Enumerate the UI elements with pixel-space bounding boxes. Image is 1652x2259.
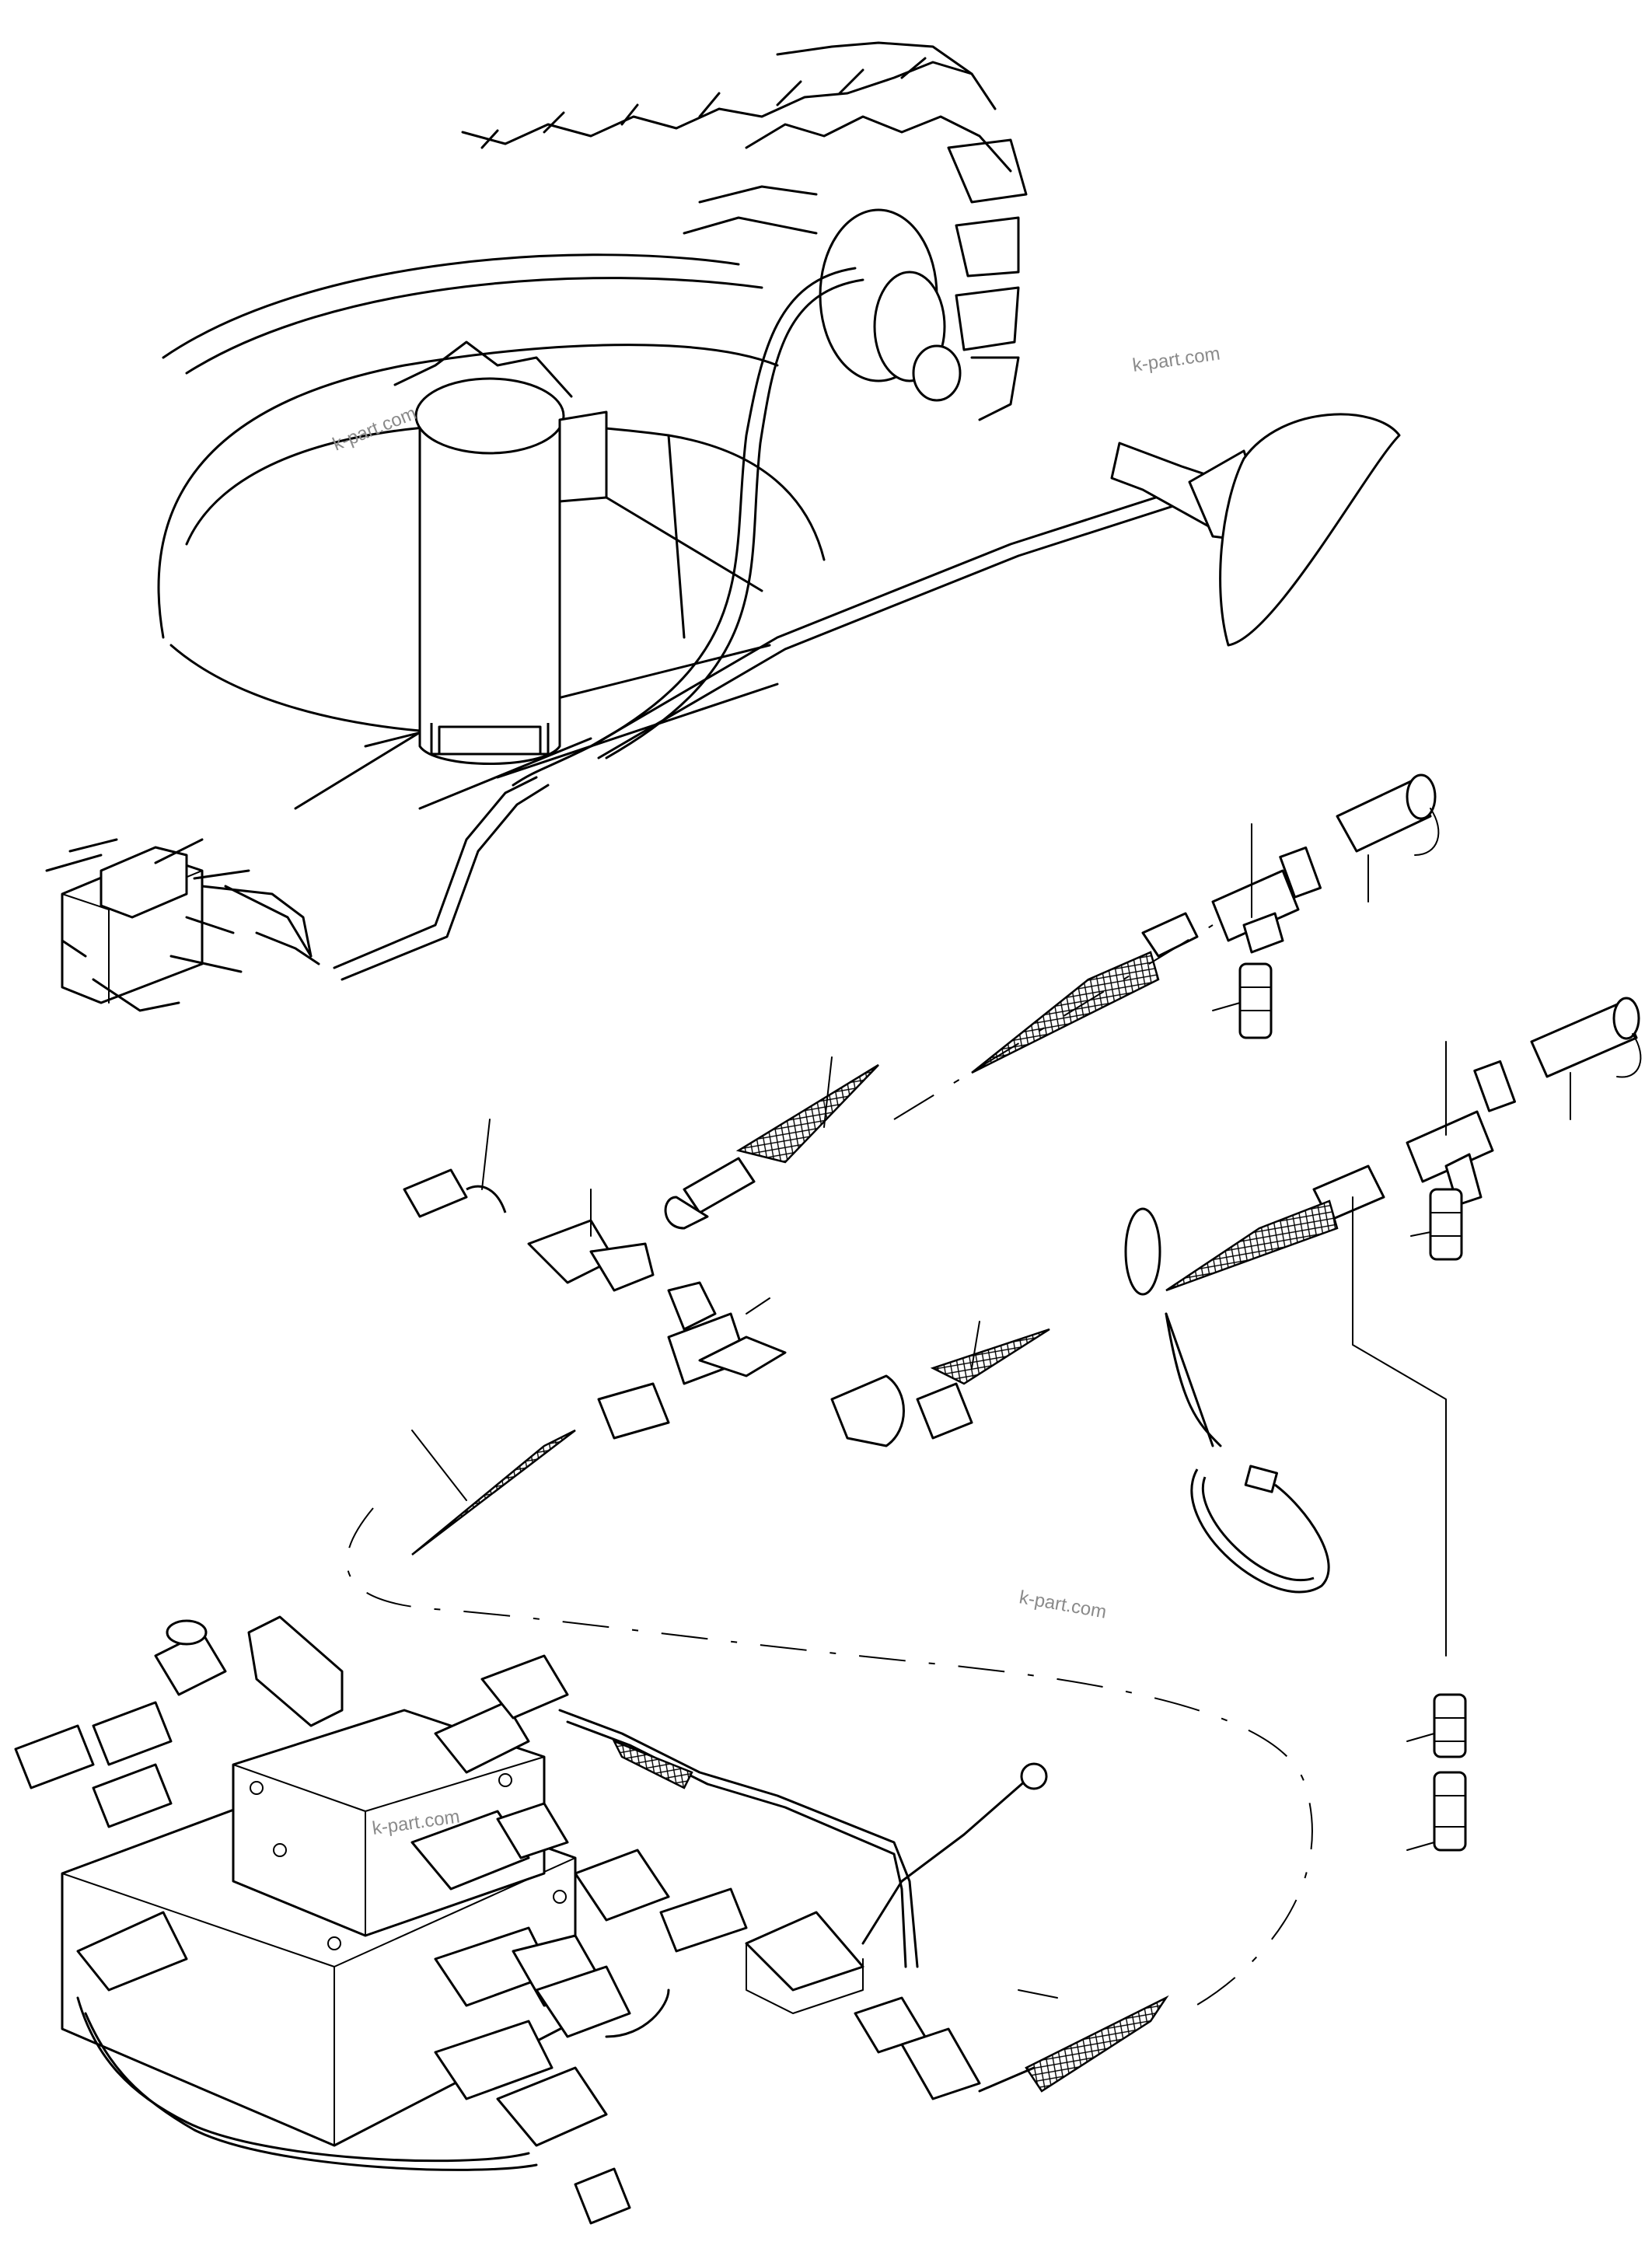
tire-illustration — [461, 41, 1028, 421]
wheel-well-frame — [157, 253, 826, 810]
valve-line-right — [558, 1709, 1169, 2100]
tee-fitting-upper — [1211, 823, 1322, 954]
watermark: k-part.com — [1018, 1587, 1108, 1622]
hose-assembly-upper — [664, 912, 1214, 1230]
hydraulic-lines-top — [224, 267, 1238, 981]
adapter-nipple-upper — [1212, 962, 1273, 1039]
control-block-small — [45, 838, 320, 1012]
adapter-pair-right — [1352, 1196, 1467, 1852]
accumulator-cylinder — [393, 340, 608, 765]
valve-block-fittings — [14, 1615, 670, 2225]
watermark: k-part.com — [1131, 343, 1221, 376]
quick-coupler-lower — [1530, 997, 1642, 1120]
brake-chamber-right — [1110, 413, 1401, 647]
quick-coupler-upper — [1336, 773, 1440, 903]
tee-fitting-lower — [1406, 1041, 1516, 1206]
hose-clamp-strap — [1165, 1312, 1330, 1594]
hose-assembly-lower — [830, 1164, 1385, 1447]
return-hose-loop — [346, 1507, 1313, 2014]
adapter-nipple-lower — [1410, 1188, 1463, 1261]
hose-assembly-middle — [403, 1119, 787, 1555]
